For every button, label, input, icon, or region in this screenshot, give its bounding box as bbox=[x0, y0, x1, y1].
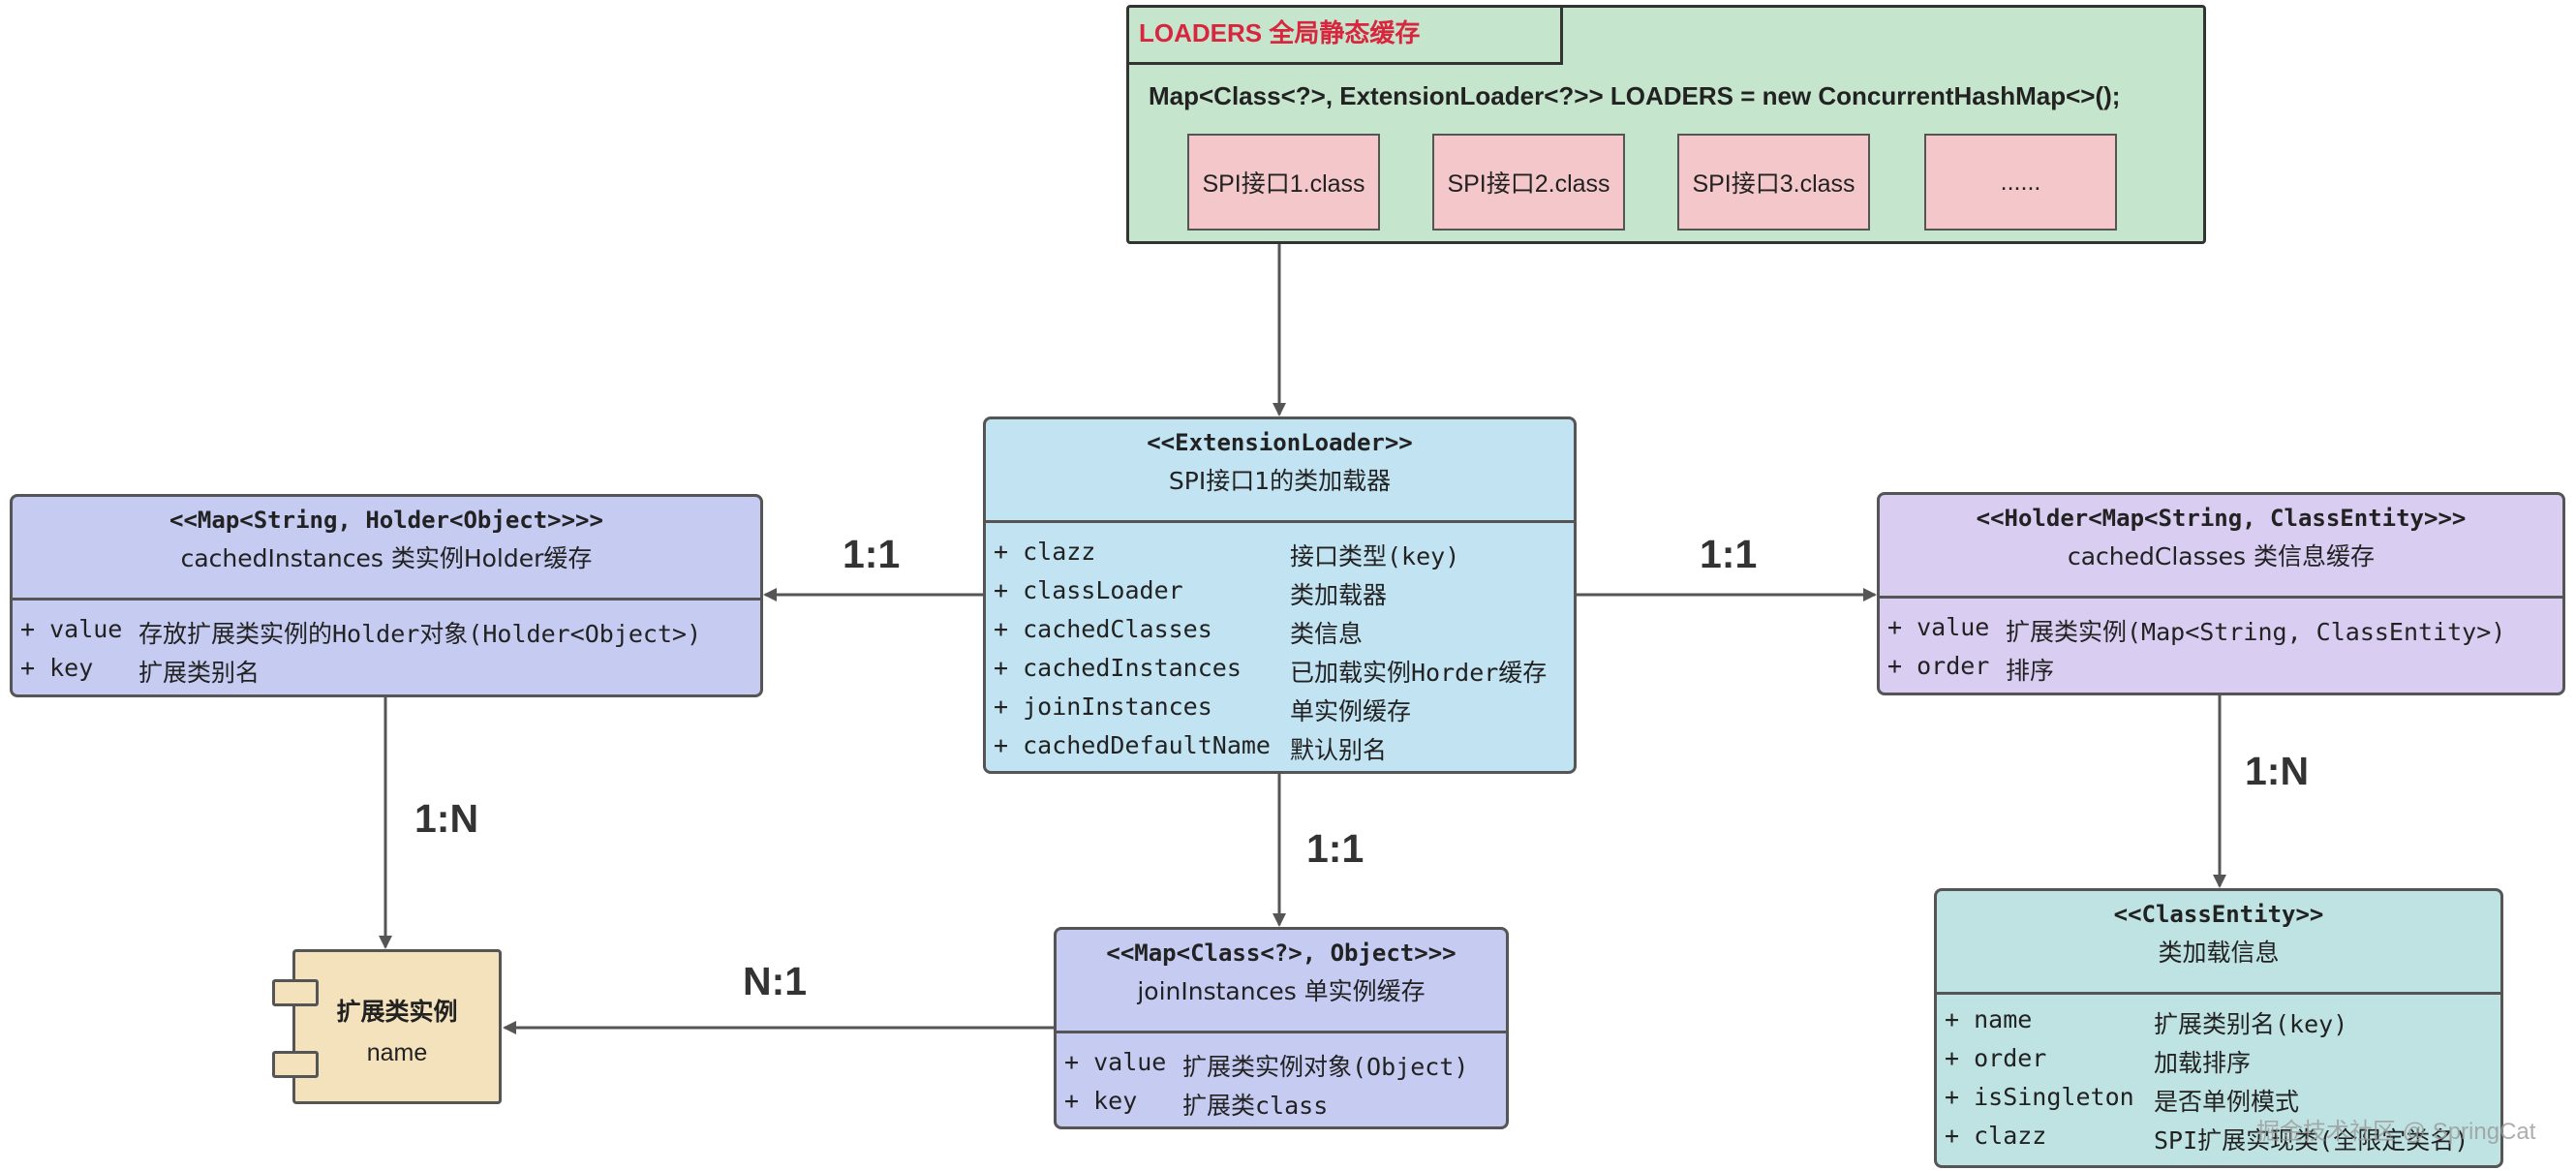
class-name: cachedClasses 类信息缓存 bbox=[2067, 542, 2376, 570]
class-stereotype: <<Map<String, Holder<Object>>>> bbox=[169, 507, 603, 534]
field-desc: SPI扩展实现类(全限定类名) bbox=[2154, 1126, 2469, 1155]
loaders-item: SPI接口3.class bbox=[1677, 134, 1870, 231]
relation-label-down: 1:1 bbox=[1306, 826, 1365, 871]
field-desc: 类信息 bbox=[1290, 620, 1364, 648]
extension-instance-component: 扩展类实例 name bbox=[272, 949, 502, 1104]
field-row: + clazz SPI扩展实现类(全限定类名) bbox=[1945, 1122, 2469, 1155]
class-name: joinInstances 单实例缓存 bbox=[1137, 977, 1426, 1005]
cached-instances-class: <<Map<String, Holder<Object>>>> cachedIn… bbox=[10, 494, 763, 697]
component-title: 扩展类实例 bbox=[336, 999, 458, 1026]
component-port bbox=[272, 1051, 319, 1078]
class-stereotype: <<Holder<Map<String, ClassEntity>>> bbox=[1976, 505, 2467, 532]
field-desc: 扩展类别名(key) bbox=[2154, 1010, 2348, 1038]
field-row: + value 扩展类实例(Map<String, ClassEntity>) bbox=[1887, 613, 2505, 646]
field-name: + key bbox=[1064, 1087, 1138, 1115]
field-name: + isSingleton bbox=[1945, 1083, 2134, 1111]
field-desc: 扩展类实例(Map<String, ClassEntity>) bbox=[2006, 618, 2506, 646]
field-row: + isSingleton 是否单例模式 bbox=[1945, 1083, 2299, 1116]
field-row: + key 扩展类class bbox=[1064, 1087, 1328, 1120]
field-desc: 是否单例模式 bbox=[2154, 1088, 2300, 1116]
field-desc: 类加载器 bbox=[1290, 581, 1388, 609]
field-desc: 排序 bbox=[2006, 657, 2055, 685]
field-row: + value 扩展类实例对象(Object) bbox=[1064, 1048, 1468, 1081]
class-header: <<ExtensionLoader>> SPI接口1的类加载器 bbox=[986, 419, 1574, 523]
field-row: + order 排序 bbox=[1887, 652, 2054, 685]
field-name: + clazz bbox=[1945, 1122, 2047, 1150]
field-row: + name 扩展类别名(key) bbox=[1945, 1005, 2347, 1038]
field-name: + clazz bbox=[994, 538, 1096, 566]
watermark: 掘金技术社区 @ SpringCat bbox=[2256, 1119, 2536, 1145]
relation-label-left: 1:1 bbox=[843, 532, 901, 576]
relation-label-right: 1:1 bbox=[1700, 532, 1758, 576]
field-name: + key bbox=[20, 654, 94, 682]
class-stereotype: <<Map<Class<?>, Object>>> bbox=[1106, 940, 1457, 967]
loaders-package-tab: LOADERS 全局静态缓存 bbox=[1129, 8, 1563, 65]
extension-loader-class: <<ExtensionLoader>> SPI接口1的类加载器 + clazz 接… bbox=[983, 416, 1577, 774]
field-row: + clazz 接口类型(key) bbox=[994, 538, 1459, 570]
field-name: + value bbox=[1064, 1048, 1167, 1076]
field-name: + value bbox=[1887, 613, 1990, 641]
field-desc: 接口类型(key) bbox=[1290, 542, 1460, 570]
class-entity-class: <<ClassEntity>> 类加载信息 + name 扩展类别名(key) +… bbox=[1934, 888, 2503, 1168]
field-row: + joinInstances 单实例缓存 bbox=[994, 693, 1411, 725]
field-name: + order bbox=[1945, 1044, 2047, 1072]
join-instances-class: <<Map<Class<?>, Object>>> joinInstances … bbox=[1054, 927, 1509, 1129]
field-row: + key 扩展类别名 bbox=[20, 654, 260, 687]
field-name: + classLoader bbox=[994, 576, 1183, 604]
field-name: + joinInstances bbox=[994, 693, 1212, 721]
class-stereotype: <<ExtensionLoader>> bbox=[1147, 429, 1413, 456]
class-name: 类加载信息 bbox=[2158, 939, 2280, 967]
relation-label-instances-component: 1:N bbox=[414, 796, 479, 841]
field-name: + cachedDefaultName bbox=[994, 731, 1271, 759]
class-header: <<Map<Class<?>, Object>>> joinInstances … bbox=[1057, 930, 1506, 1033]
field-row: + value 存放扩展类实例的Holder对象(Holder<Object>) bbox=[20, 615, 701, 648]
class-header: <<Map<String, Holder<Object>>>> cachedIn… bbox=[13, 497, 760, 601]
relation-label-classes-entity: 1:N bbox=[2245, 749, 2310, 793]
field-row: + classLoader 类加载器 bbox=[994, 576, 1387, 609]
loaders-title: LOADERS 全局静态缓存 bbox=[1139, 18, 1421, 47]
field-row: + cachedInstances 已加载实例Horder缓存 bbox=[994, 654, 1547, 687]
field-desc: 默认别名 bbox=[1290, 736, 1388, 764]
class-stereotype: <<ClassEntity>> bbox=[2113, 901, 2324, 928]
component-subtitle: name bbox=[366, 1039, 428, 1066]
component-port bbox=[272, 979, 319, 1006]
field-name: + cachedInstances bbox=[994, 654, 1242, 682]
field-desc: 扩展类class bbox=[1182, 1092, 1329, 1120]
loaders-code: Map<Class<?>, ExtensionLoader<?>> LOADER… bbox=[1149, 81, 2121, 110]
field-desc: 扩展类实例对象(Object) bbox=[1182, 1053, 1469, 1081]
field-desc: 加载排序 bbox=[2154, 1049, 2252, 1077]
field-desc: 存放扩展类实例的Holder对象(Holder<Object>) bbox=[138, 620, 702, 648]
class-header: <<Holder<Map<String, ClassEntity>>> cach… bbox=[1880, 495, 2562, 599]
loaders-item: SPI接口1.class bbox=[1187, 134, 1380, 231]
relation-label-join-component: N:1 bbox=[743, 959, 808, 1003]
field-name: + order bbox=[1887, 652, 1990, 680]
field-name: + value bbox=[20, 615, 123, 643]
cached-classes-class: <<Holder<Map<String, ClassEntity>>> cach… bbox=[1877, 492, 2565, 695]
field-name: + name bbox=[1945, 1005, 2033, 1033]
class-name: SPI接口1的类加载器 bbox=[1168, 467, 1392, 495]
field-desc: 已加载实例Horder缓存 bbox=[1290, 659, 1548, 687]
loaders-item: SPI接口2.class bbox=[1432, 134, 1625, 231]
loaders-package: LOADERS 全局静态缓存 Map<Class<?>, ExtensionLo… bbox=[1126, 5, 2206, 244]
loaders-item: ...... bbox=[1924, 134, 2117, 231]
class-header: <<ClassEntity>> 类加载信息 bbox=[1937, 891, 2500, 995]
field-row: + cachedDefaultName 默认别名 bbox=[994, 731, 1387, 764]
field-row: + order 加载排序 bbox=[1945, 1044, 2251, 1077]
class-name: cachedInstances 类实例Holder缓存 bbox=[180, 544, 593, 572]
field-name: + cachedClasses bbox=[994, 615, 1212, 643]
field-row: + cachedClasses 类信息 bbox=[994, 615, 1363, 648]
field-desc: 单实例缓存 bbox=[1290, 697, 1412, 725]
field-desc: 扩展类别名 bbox=[138, 659, 261, 687]
